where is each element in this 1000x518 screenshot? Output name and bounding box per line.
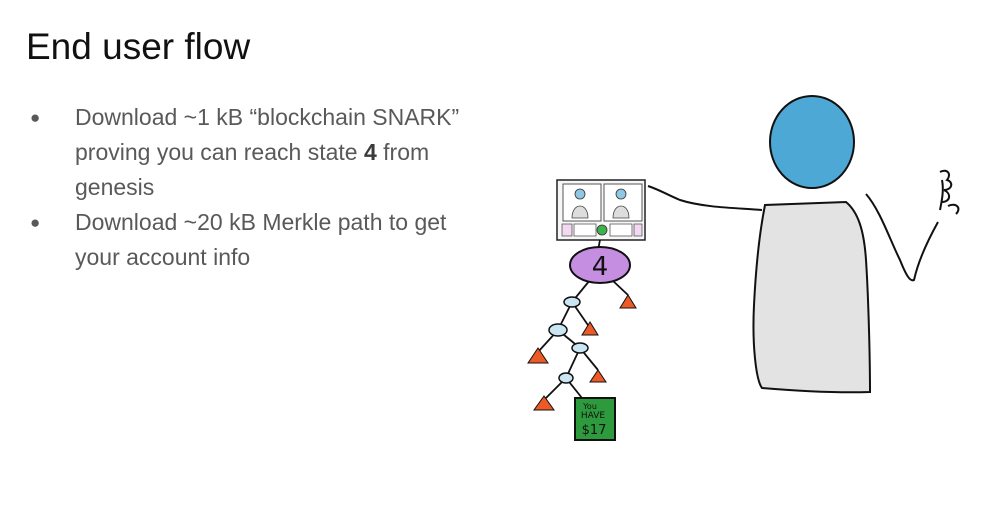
user-flow-drawing: 4 You HAVE $17 <box>527 95 960 441</box>
sibling-hash-triangle <box>619 294 637 309</box>
merkle-node <box>563 296 581 308</box>
merkle-node <box>548 323 568 337</box>
bullet-bold-text: 4 <box>363 139 377 165</box>
person-left-arm <box>647 185 763 211</box>
person-right-arm <box>865 193 939 282</box>
person-body-shape <box>752 200 872 394</box>
sibling-hash-triangle <box>533 395 555 411</box>
account-leaf-line2: HAVE <box>581 411 606 421</box>
snark-proof-card-icon <box>556 179 646 241</box>
bullet-item-snark: ● Download ~1 kB “blockchain SNARK” prov… <box>30 100 460 205</box>
bullet-dot-icon: ● <box>30 108 41 127</box>
hand-fingers-icon <box>939 169 960 215</box>
state-node-shape <box>569 246 631 284</box>
merkle-path-nodes <box>548 296 589 384</box>
bullet-dot-icon: ● <box>30 213 41 232</box>
sibling-hash-triangle <box>589 369 607 383</box>
account-leaf-line1: You <box>582 402 597 411</box>
bullet-list: ● Download ~1 kB “blockchain SNARK” prov… <box>30 100 460 275</box>
sibling-hash-triangle <box>581 321 599 336</box>
slide-title: End user flow <box>26 26 251 67</box>
sibling-hash-triangles <box>527 294 637 411</box>
bullet-text: Download ~1 kB “blockchain SNARK” provin… <box>75 104 460 165</box>
state-node-label: 4 <box>592 252 609 282</box>
merkle-node <box>571 342 589 354</box>
bullet-text-end: from genesis <box>75 139 430 200</box>
person-head-shape <box>769 95 855 189</box>
account-leaf-box <box>574 397 616 441</box>
bullet-text: Download ~20 kB Merkle path to get your … <box>75 209 447 270</box>
account-leaf-line3: $17 <box>582 423 607 438</box>
merkle-node <box>558 372 574 384</box>
bullet-item-merkle: ● Download ~20 kB Merkle path to get you… <box>30 205 460 275</box>
sibling-hash-triangle <box>527 347 549 364</box>
